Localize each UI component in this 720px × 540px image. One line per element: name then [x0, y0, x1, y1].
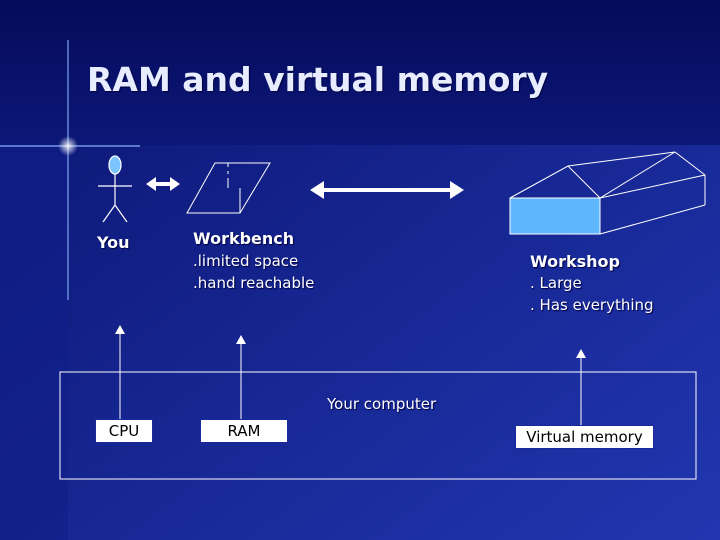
person-icon: [98, 155, 132, 223]
workshop-title: Workshop: [530, 252, 620, 271]
you-label: You: [97, 233, 130, 252]
up-arrow-cpu-icon: [115, 325, 125, 419]
ram-box: RAM: [200, 419, 288, 443]
up-arrow-ram-icon: [236, 335, 246, 419]
virtual-memory-box: Virtual memory: [515, 425, 654, 449]
workbench-icon: [186, 162, 271, 214]
workshop-line-1: . Large: [530, 274, 582, 292]
cpu-box: CPU: [95, 419, 153, 443]
workshop-icon: [509, 151, 706, 235]
computer-label: Your computer: [327, 395, 437, 413]
workbench-line-1: .limited space: [193, 252, 299, 270]
workshop-line-2: . Has everything: [530, 296, 654, 314]
double-arrow-large-icon: [310, 181, 464, 199]
computer-container: [59, 371, 697, 480]
workbench-title: Workbench: [193, 229, 295, 248]
workbench-line-2: .hand reachable: [193, 274, 315, 292]
up-arrow-vm-icon: [576, 349, 586, 425]
double-arrow-small-icon: [146, 177, 180, 191]
slide-title: RAM and virtual memory: [87, 60, 549, 99]
